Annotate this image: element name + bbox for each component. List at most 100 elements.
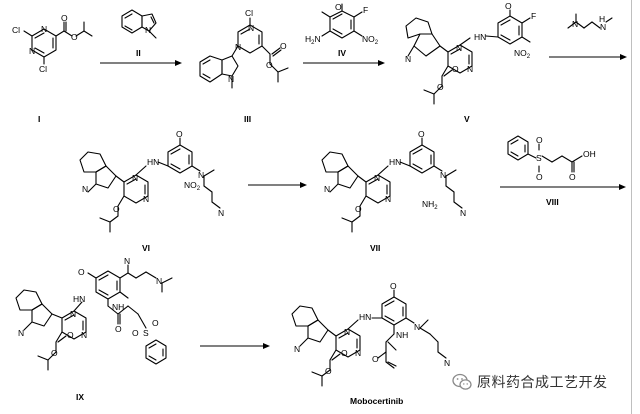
compound-III-structure: Cl N N O O N bbox=[199, 8, 289, 89]
atom-n: N bbox=[444, 358, 450, 368]
reagent-label-II: II bbox=[136, 48, 141, 58]
atom-o: O bbox=[452, 64, 459, 74]
hydroxyl-group: OH bbox=[583, 149, 596, 159]
compound-label-VII: VII bbox=[370, 243, 380, 253]
atom-n: N bbox=[414, 322, 420, 332]
compound-label-mobocertinib: Mobocertinib bbox=[350, 396, 403, 406]
atom-n: N bbox=[355, 348, 361, 358]
atom-o: O bbox=[335, 2, 342, 12]
atom-n: N bbox=[385, 194, 391, 204]
atom-nh: HN bbox=[474, 32, 486, 42]
atom-o: O bbox=[113, 204, 120, 214]
compound-V-structure: N N HN O F NO2 N O O bbox=[405, 1, 536, 105]
atom-s: S bbox=[143, 328, 149, 338]
atom-nh: HN bbox=[147, 157, 159, 167]
atom-o: O bbox=[372, 354, 379, 364]
atom-o: O bbox=[536, 135, 543, 145]
atom-o: O bbox=[176, 129, 183, 139]
compound-VII-structure: N N HN O N NH2 N N O bbox=[321, 129, 466, 233]
compound-VI-structure: N N HN O N NO2 N N O bbox=[79, 129, 224, 233]
reagent-label-VIII: VIII bbox=[546, 197, 559, 207]
mobocertinib-structure: N N HN O N N NH O N O O bbox=[291, 281, 450, 387]
atom-o: O bbox=[505, 1, 512, 11]
compound-label-I: I bbox=[38, 114, 40, 124]
atom-n: N bbox=[143, 194, 149, 204]
atom-cl: Cl bbox=[39, 64, 47, 74]
atom-n: N bbox=[294, 344, 300, 354]
atom-o: O bbox=[71, 32, 78, 42]
atom-n: N bbox=[572, 19, 578, 29]
atom-hn: HN bbox=[73, 294, 85, 304]
atom-o: O bbox=[78, 267, 85, 277]
atom-n: N bbox=[374, 173, 380, 183]
nitro-group: NO2 bbox=[362, 34, 379, 46]
compound-label-VI: VI bbox=[142, 243, 150, 253]
watermark-text: 原料药合成工艺开发 bbox=[477, 375, 608, 391]
atom-n: N bbox=[600, 22, 606, 32]
atom-o: O bbox=[536, 172, 543, 182]
atom-o: O bbox=[325, 366, 332, 376]
wechat-icon bbox=[452, 373, 472, 390]
nitro-group: NO2 bbox=[184, 180, 201, 192]
reagent-IV-structure: O F NO2 H2N bbox=[305, 2, 379, 46]
atom-n: N bbox=[324, 184, 330, 194]
atom-n: N bbox=[156, 276, 162, 286]
atom-n: N bbox=[460, 208, 466, 218]
atom-n: N bbox=[124, 256, 130, 266]
reagent-VIII-structure: S O O O OH bbox=[507, 135, 596, 182]
atom-s: S bbox=[536, 153, 542, 163]
atom-n: N bbox=[228, 74, 234, 84]
compound-label-V: V bbox=[464, 114, 470, 124]
atom-nh: H bbox=[599, 14, 605, 24]
atom-f: F bbox=[363, 5, 368, 15]
atom-o: O bbox=[152, 318, 159, 328]
atom-n: N bbox=[235, 42, 241, 52]
atom-nh: NH bbox=[396, 330, 408, 340]
atom-o: O bbox=[355, 204, 362, 214]
reagent-II-structure: N bbox=[121, 9, 157, 39]
atom-o: O bbox=[418, 129, 425, 139]
atom-n: N bbox=[41, 24, 47, 34]
atom-o: O bbox=[569, 172, 576, 182]
atom-o: O bbox=[51, 348, 58, 358]
atom-n: N bbox=[82, 184, 88, 194]
atom-nh: HN bbox=[389, 157, 401, 167]
atom-o: O bbox=[341, 348, 348, 358]
atom-o: O bbox=[61, 13, 68, 23]
amine-group: NH2 bbox=[422, 199, 438, 211]
atom-n: N bbox=[248, 23, 254, 33]
atom-o: O bbox=[115, 324, 122, 334]
atom-o: O bbox=[266, 60, 273, 70]
atom-n: N bbox=[467, 64, 473, 74]
atom-n: N bbox=[145, 25, 151, 35]
compound-IX-structure: N N HN O N N NH O S O O N O O bbox=[15, 256, 173, 371]
atom-o: O bbox=[132, 328, 139, 338]
compound-label-III: III bbox=[244, 114, 251, 124]
atom-o: O bbox=[67, 330, 74, 340]
atom-o: O bbox=[390, 281, 397, 291]
atom-n: N bbox=[405, 54, 411, 64]
atom-n: N bbox=[218, 208, 224, 218]
atom-cl: Cl bbox=[12, 25, 20, 35]
reagent-label-IV: IV bbox=[338, 48, 346, 58]
atom-n: N bbox=[29, 46, 35, 56]
wechat-watermark: 原料药合成工艺开发 bbox=[452, 372, 608, 392]
reagent-diamine-structure: N H N bbox=[567, 13, 613, 32]
atom-nh: HN bbox=[359, 312, 371, 322]
atom-n: N bbox=[344, 327, 350, 337]
compound-I-structure: Cl Cl N N O O bbox=[12, 13, 93, 74]
page-edge-divider bbox=[631, 0, 632, 414]
nitro-group: NO2 bbox=[514, 48, 531, 60]
atom-cl: Cl bbox=[245, 8, 253, 18]
atom-f: F bbox=[531, 11, 536, 21]
atom-n: N bbox=[18, 328, 24, 338]
atom-n: N bbox=[198, 170, 204, 180]
atom-o: O bbox=[280, 41, 287, 51]
atom-n: N bbox=[440, 170, 446, 180]
compound-label-IX: IX bbox=[76, 392, 84, 402]
atom-n: N bbox=[132, 173, 138, 183]
atom-n: N bbox=[81, 330, 87, 340]
amine-group: H2N bbox=[305, 34, 321, 46]
